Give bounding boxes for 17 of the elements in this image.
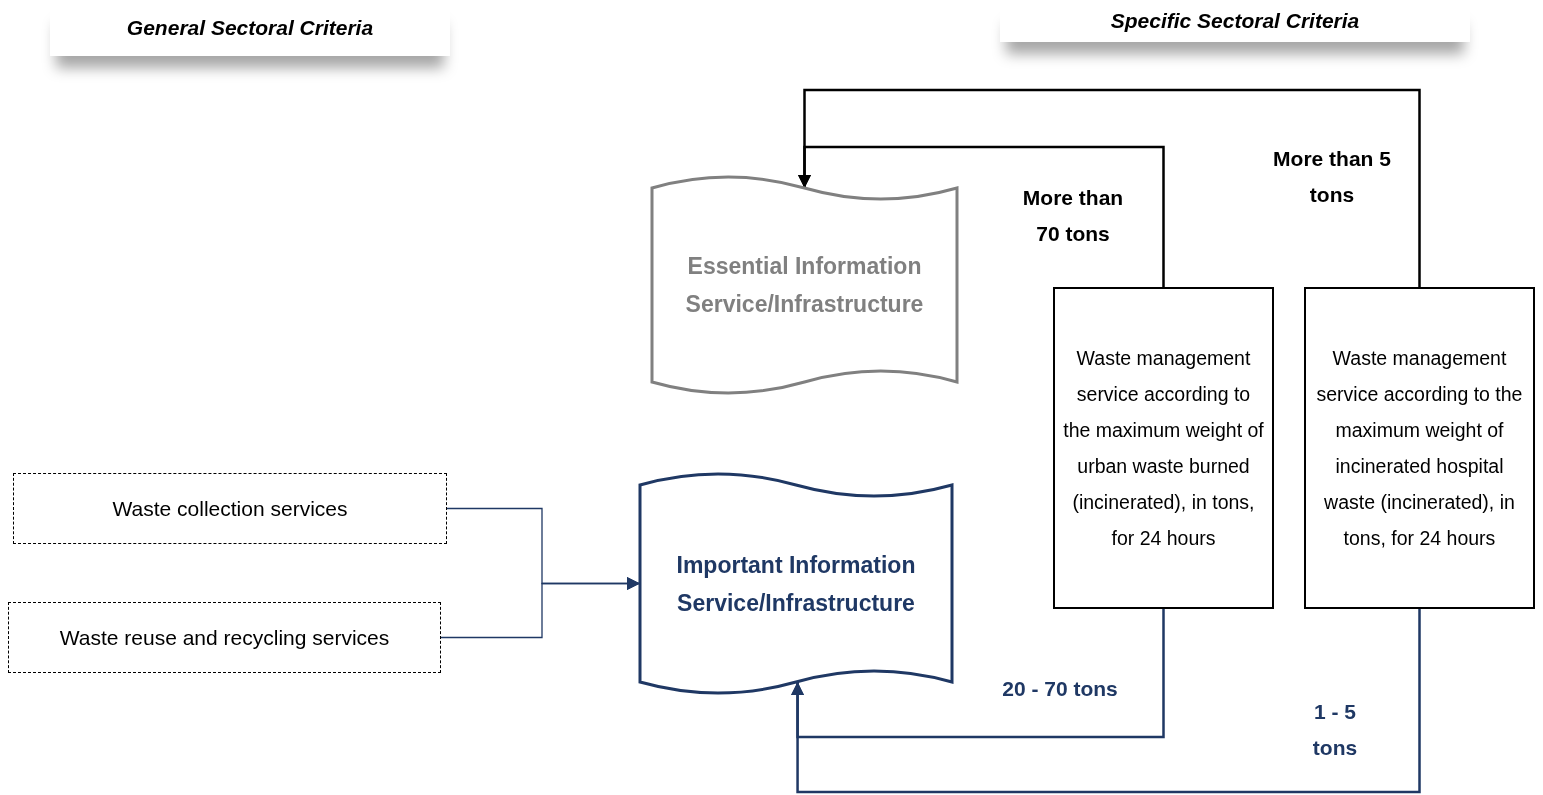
node-text: Important Information Service/Infrastructure	[675, 550, 917, 618]
process-box	[1053, 287, 1274, 609]
node-text: Waste reuse and recycling services	[58, 624, 391, 651]
connector-arrow	[440, 577, 641, 639]
dashed-box	[13, 473, 447, 544]
dashed-box	[8, 602, 441, 673]
node-text: Waste collection services	[111, 495, 349, 522]
connector-arrow	[798, 88, 1421, 287]
node-text: Waste management service according to the maximum weight of incinerated hospital waste (incinerated), in tons, for 24 hours	[1315, 346, 1524, 551]
process-box	[1304, 287, 1535, 609]
heading-text: General Sectoral Criteria	[126, 16, 374, 40]
connector-arrow	[791, 609, 1421, 794]
node-text: Essential Information Service/Infrastructure	[684, 252, 925, 319]
heading-banner	[50, 0, 450, 56]
heading-text: Specific Sectoral Criteria	[1110, 9, 1360, 33]
heading-banner	[1000, 0, 1470, 42]
node-text: Waste management service according to the maximum weight of urban waste burned (incinerated), in tons, for 24 hours	[1062, 346, 1265, 551]
